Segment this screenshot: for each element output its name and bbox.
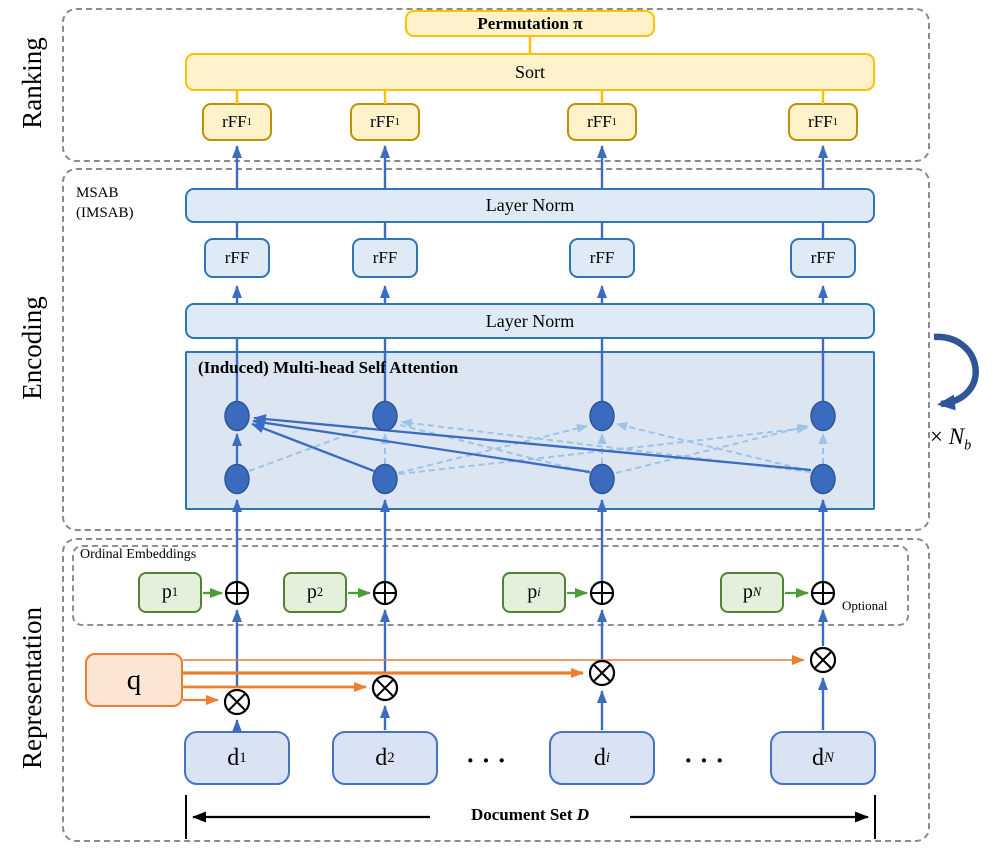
d-label: d xyxy=(593,744,606,771)
rff1-sub: 1 xyxy=(832,116,838,128)
p-label: p xyxy=(306,581,317,603)
optional-label: Optional xyxy=(842,598,888,613)
repeat-n: N xyxy=(948,424,965,449)
document-set-text: Document Set xyxy=(470,805,573,824)
repeat-n-sub: b xyxy=(964,437,972,454)
rff1-label: rFF xyxy=(808,112,833,131)
d-label: d xyxy=(227,744,240,771)
p-sub: N xyxy=(752,585,762,599)
rff-box-3: rFF xyxy=(569,238,635,278)
ordinal-embeddings-frame xyxy=(72,545,909,626)
msa-title: (Induced) Multi-head Self Attention xyxy=(198,358,459,377)
rff-box-1: rFF xyxy=(204,238,270,278)
p-label: p xyxy=(742,581,753,603)
repeat-loop-arrow-icon xyxy=(933,333,979,411)
encoding-section-frame xyxy=(62,168,930,531)
section-label-representation: Representation xyxy=(17,607,47,769)
ordinal-embeddings-label: Ordinal Embeddings xyxy=(80,547,197,562)
rff-box-2: rFF xyxy=(352,238,418,278)
rff1-sub: 1 xyxy=(246,116,252,128)
p-label: p xyxy=(161,581,172,603)
rff1-label: rFF xyxy=(222,112,247,131)
rff-box-4: rFF xyxy=(790,238,856,278)
section-label-encoding: Encoding xyxy=(17,296,47,400)
layer-norm-top-box: Layer Norm xyxy=(185,188,875,223)
d-sub: 1 xyxy=(239,749,247,766)
representation-section-frame xyxy=(62,538,930,842)
d-sub: 2 xyxy=(387,749,395,766)
p-sub: 2 xyxy=(316,585,324,599)
msab-line2: (IMSAB) xyxy=(76,205,134,221)
p-sub: i xyxy=(537,585,541,599)
document-set-label: Document Set D xyxy=(430,805,630,825)
p-label: p xyxy=(527,581,538,603)
d-label: d xyxy=(375,744,388,771)
times-symbol: × xyxy=(930,424,943,449)
permutation-box: Permutation π xyxy=(405,10,655,37)
msab-line1: MSAB xyxy=(76,185,119,201)
repeat-count-label: × Nb xyxy=(930,424,971,455)
layer-norm-bottom-box: Layer Norm xyxy=(185,303,875,339)
p-sub: 1 xyxy=(171,585,179,599)
sort-box: Sort xyxy=(185,53,875,91)
ellipsis-1: ··· xyxy=(466,746,514,775)
query-box: q xyxy=(85,653,183,707)
rff1-sub: 1 xyxy=(611,116,617,128)
rff1-sub: 1 xyxy=(394,116,400,128)
document-set-d: D xyxy=(576,805,590,824)
rff1-label: rFF xyxy=(370,112,395,131)
d-label: d xyxy=(812,744,825,771)
d-sub: N xyxy=(824,749,834,766)
msab-label: MSAB (IMSAB) xyxy=(76,183,134,223)
section-label-ranking: Ranking xyxy=(17,37,47,129)
ranking-section-frame xyxy=(62,8,930,162)
d-sub: i xyxy=(605,749,611,766)
ellipsis-2: ··· xyxy=(684,746,732,775)
rff1-label: rFF xyxy=(587,112,612,131)
